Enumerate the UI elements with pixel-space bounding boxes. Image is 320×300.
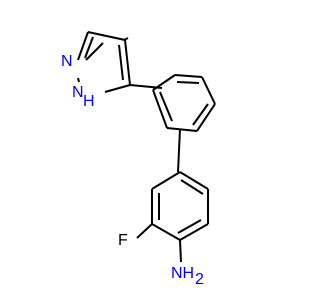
- bond-up-4: [196, 103, 216, 132]
- bond-c3-c4: [87, 31, 126, 41]
- bond-n2-c3: [77, 31, 89, 61]
- bond-up-1: [152, 74, 176, 91]
- bond-c-nh2: [179, 239, 182, 263]
- bond-c4-c5-inner: [118, 44, 124, 81]
- bond-n2-c3-inner: [84, 36, 94, 59]
- atom-n-pyrazole: N: [61, 53, 73, 70]
- bond-up-4-inner: [192, 103, 209, 126]
- pyrazole-ring: [77, 31, 131, 93]
- bond-up-6: [152, 89, 168, 129]
- bond-biaryl: [177, 128, 181, 173]
- bond-c-f: [136, 223, 153, 239]
- bond-low-1-inner: [180, 179, 204, 195]
- lower-phenyl-ring: [151, 171, 209, 241]
- bond-c5-n1h: [104, 84, 131, 93]
- upper-phenyl-ring: [152, 74, 216, 132]
- bond-c3-c4-inner: [123, 37, 129, 41]
- bond-c4-c5: [124, 39, 131, 86]
- atom-fluorine: F: [118, 232, 128, 249]
- bond-low-1: [179, 171, 209, 190]
- atom-n-pyrazole-nh: N: [72, 84, 84, 101]
- bond-up-2-inner: [176, 81, 200, 84]
- bond-up-3: [201, 76, 216, 105]
- bond-up-5: [166, 127, 198, 132]
- bond-low-3-inner: [177, 219, 202, 234]
- bond-n1h-n2: [77, 77, 80, 83]
- bond-low-4: [151, 223, 181, 241]
- bond-low-3: [179, 223, 209, 241]
- atom-h-pyrazole-nh: H: [83, 93, 95, 110]
- bond-n1-c3: [85, 42, 104, 61]
- atom-amine: NH: [171, 265, 194, 282]
- atom-amine-subscript: 2: [195, 271, 204, 288]
- bond-low-6: [151, 171, 181, 190]
- bond-up-6-inner: [159, 91, 173, 122]
- molecule-structure: N N H F NH 2: [61, 31, 216, 288]
- bond-up-2: [174, 74, 203, 78]
